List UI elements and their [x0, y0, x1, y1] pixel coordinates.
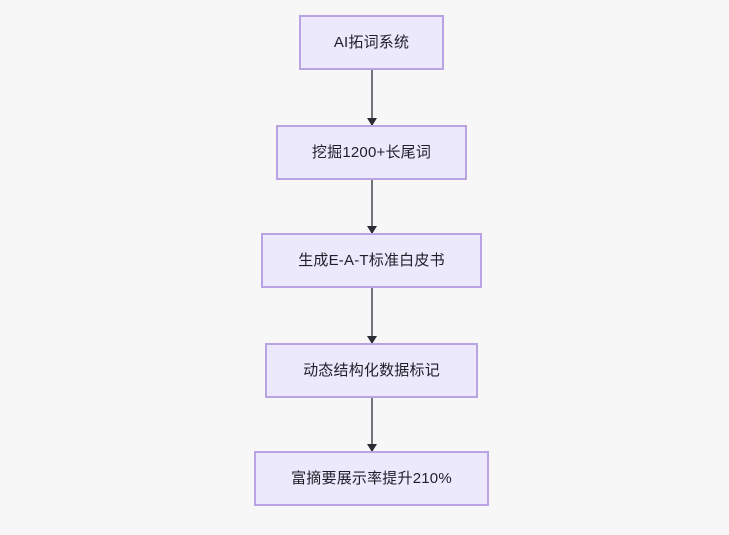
edge-line: [371, 398, 373, 451]
arrowhead-icon: [367, 118, 377, 126]
flow-edge-2: [366, 288, 378, 344]
flow-node-label: 挖掘1200+长尾词: [311, 144, 432, 161]
edge-line: [371, 70, 373, 125]
flow-edge-1: [366, 180, 378, 234]
arrowhead-icon: [367, 336, 377, 344]
flow-node-label: 生成E-A-T标准白皮书: [298, 252, 445, 269]
arrowhead-icon: [367, 226, 377, 234]
flow-node-mine-longtail-keywords[interactable]: 挖掘1200+长尾词: [276, 125, 467, 180]
flow-node-rich-snippet-uplift[interactable]: 富摘要展示率提升210%: [254, 451, 489, 506]
flow-edge-0: [366, 70, 378, 126]
flow-node-ai-keyword-system[interactable]: AI拓词系统: [299, 15, 444, 70]
flow-edge-3: [366, 398, 378, 452]
flow-node-label: 动态结构化数据标记: [303, 362, 440, 379]
flow-node-label: AI拓词系统: [333, 34, 410, 51]
edge-line: [371, 180, 373, 233]
flow-node-label: 富摘要展示率提升210%: [291, 470, 452, 487]
flow-node-dynamic-structured-data[interactable]: 动态结构化数据标记: [265, 343, 478, 398]
edge-line: [371, 288, 373, 343]
flow-node-generate-eat-whitepaper[interactable]: 生成E-A-T标准白皮书: [261, 233, 482, 288]
arrowhead-icon: [367, 444, 377, 452]
